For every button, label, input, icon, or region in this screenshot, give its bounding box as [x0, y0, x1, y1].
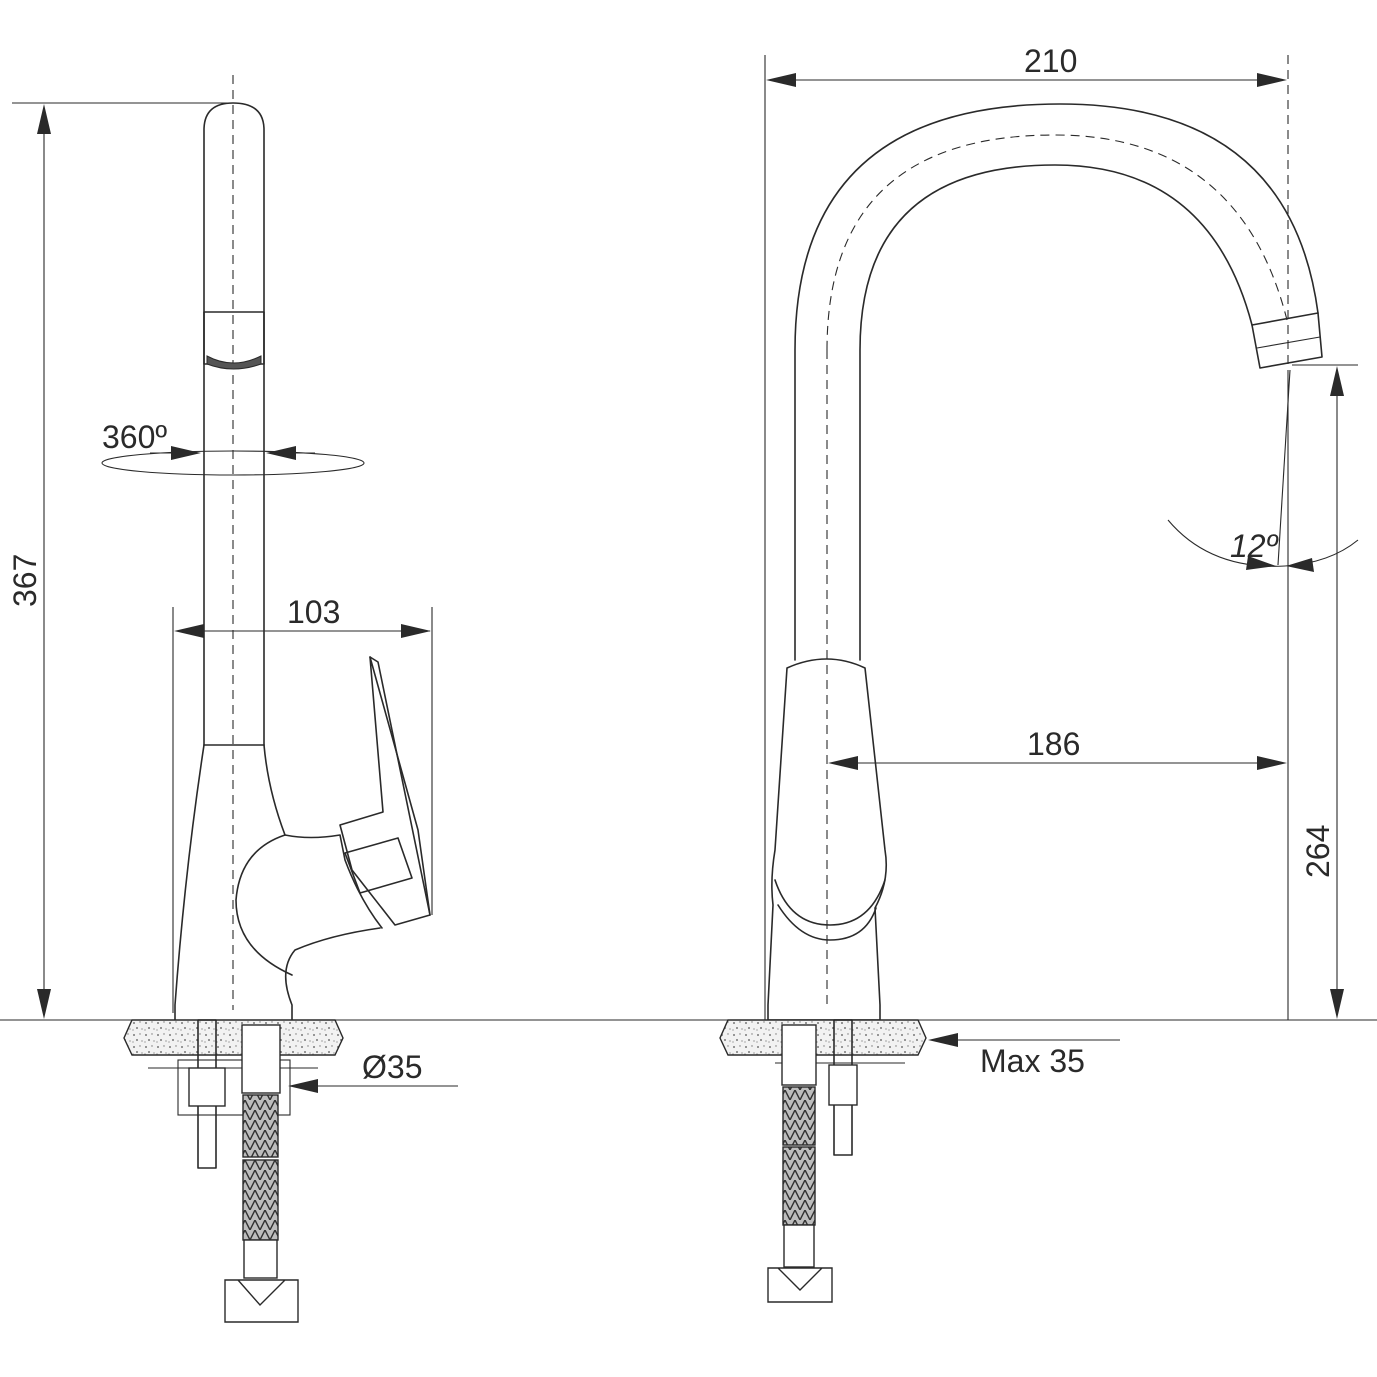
swing-angle-label: 12º [1230, 528, 1279, 564]
front-countertop-section [719, 1019, 927, 1056]
side-aerator-ring [206, 355, 262, 370]
spout-height-arrow-top [1330, 366, 1344, 396]
spout-height-label: 264 [1300, 825, 1336, 878]
spout-height-arrow-bottom [1330, 989, 1344, 1019]
front-hose-end-nut [767, 1267, 833, 1303]
front-spout-outer [794, 103, 1319, 661]
swing-angle-arrow-right [1286, 558, 1314, 572]
front-spout-inner [859, 164, 1253, 661]
front-body-handle-line-2 [777, 904, 877, 941]
front-hose-braid-2 [782, 1146, 816, 1226]
side-view: 360º 367 103 Ø35 [7, 75, 458, 1323]
reach-side-arrow-right [401, 624, 431, 638]
side-hose-ferrule [243, 1239, 278, 1279]
width-top-label: 210 [1024, 43, 1077, 79]
front-hose-fitting [781, 1024, 817, 1086]
rotation-arrow-right [266, 446, 296, 460]
side-mount-nut [188, 1067, 226, 1107]
height-total-label: 367 [7, 554, 43, 607]
width-top-arrow-left [766, 73, 796, 87]
hole-diameter-label: Ø35 [362, 1049, 422, 1085]
rotation-arrow-left [171, 446, 201, 460]
side-hose-end-nut [224, 1279, 299, 1323]
max-thickness-label: Max 35 [980, 1043, 1085, 1079]
front-spout-centerline [826, 134, 1288, 351]
hole-diameter-arrow [288, 1079, 318, 1093]
side-hose-braid-1 [242, 1094, 279, 1158]
swing-angle-arrow-left [1246, 556, 1276, 570]
side-handle-edge [369, 656, 431, 916]
side-mount-frame [177, 1059, 291, 1116]
side-aerator [203, 311, 265, 365]
reach-front-label: 186 [1027, 726, 1080, 762]
side-handle [339, 656, 431, 926]
height-dim-arrow-bottom [37, 989, 51, 1019]
side-ball-joint [235, 834, 293, 976]
front-spout-tip [1251, 312, 1323, 369]
height-dim-arrow-top [37, 104, 51, 134]
swing-angle-arc [1167, 519, 1359, 567]
reach-side-arrow-left [174, 624, 204, 638]
max-thickness-arrow [928, 1033, 958, 1047]
side-ball-joint-inner [284, 834, 383, 929]
side-spout-tube [203, 102, 265, 746]
swing-angle-line [1277, 369, 1291, 566]
front-hose-braid-1 [782, 1086, 816, 1146]
front-mount-nut [828, 1064, 858, 1106]
side-countertop-section [123, 1019, 344, 1056]
reach-side-label: 103 [287, 594, 340, 630]
front-body-handle-line [774, 879, 886, 926]
rotation-label: 360º [102, 419, 167, 455]
reach-front-arrow-right [1257, 756, 1287, 770]
reach-front-arrow-left [828, 756, 858, 770]
side-handle-base [344, 837, 413, 894]
rotation-ellipse [101, 450, 365, 476]
side-body [174, 744, 381, 1021]
width-top-arrow-right [1257, 73, 1287, 87]
side-hose-fitting [241, 1024, 281, 1094]
front-view: 210 186 12º 264 Max 35 [719, 43, 1359, 1303]
front-hose-ferrule [783, 1224, 815, 1268]
front-body [767, 658, 888, 1021]
side-hose-braid-2 [242, 1159, 279, 1241]
